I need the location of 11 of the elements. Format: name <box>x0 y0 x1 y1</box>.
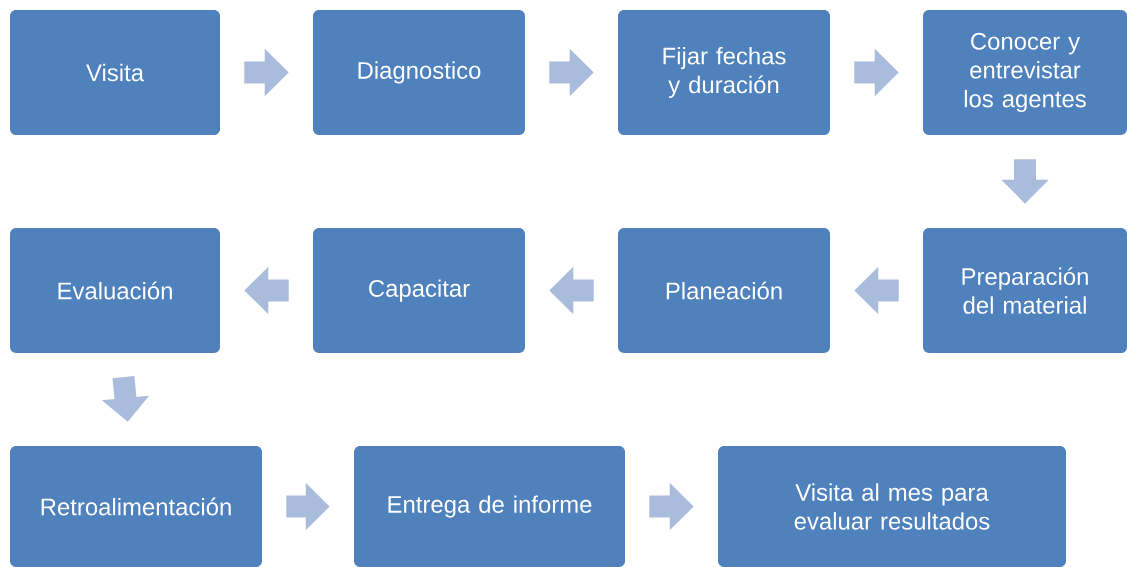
process-box: Diagnostico <box>313 10 525 135</box>
process-box: Capacitar <box>313 228 525 353</box>
process-box: Fijar fechas y duración <box>618 10 830 135</box>
process-box: Entrega de informe <box>354 446 626 567</box>
process-box: Evaluación <box>10 228 220 353</box>
process-box: Planeación <box>618 228 830 353</box>
process-box: Visita <box>10 10 220 135</box>
process-box: Preparación del material <box>923 228 1127 353</box>
process-box: Conocer y entrevistar los agentes <box>923 10 1127 135</box>
process-box: Retroalimentación <box>10 446 262 567</box>
process-box: Visita al mes para evaluar resultados <box>718 446 1066 567</box>
